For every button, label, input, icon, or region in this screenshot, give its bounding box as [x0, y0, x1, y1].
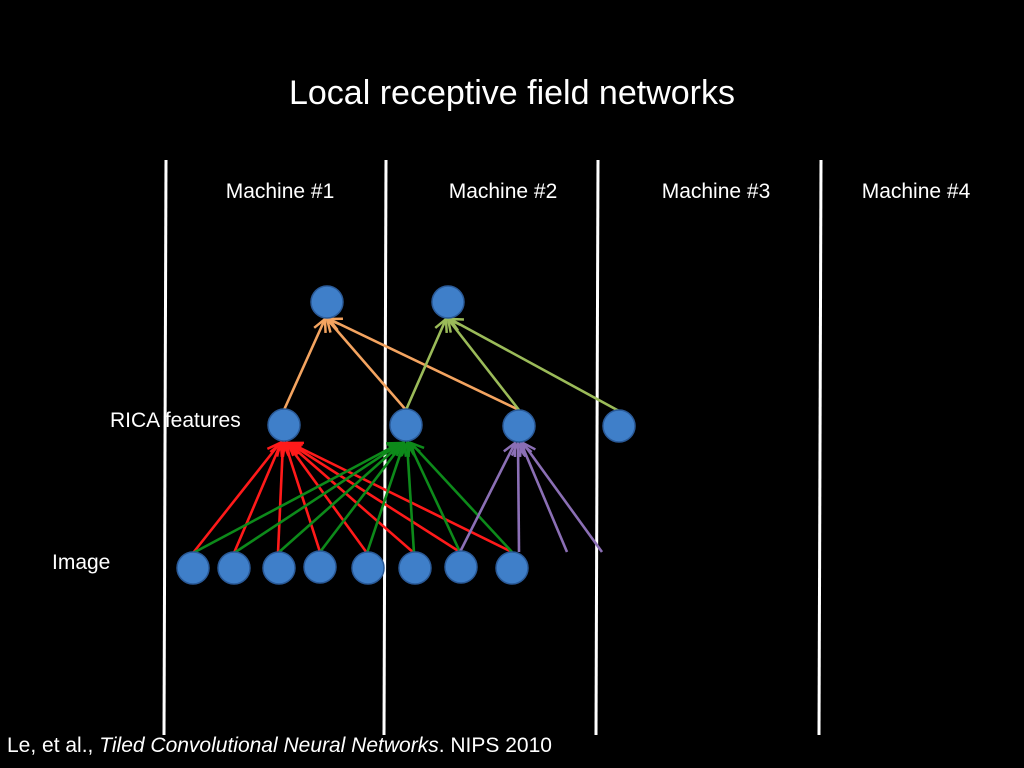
citation: Le, et al., Tiled Convolutional Neural N… [7, 734, 552, 758]
orange-edges [282, 319, 520, 412]
image-node [262, 551, 296, 585]
image-nodes [176, 550, 529, 585]
edge [282, 319, 325, 411]
machine-label-1: Machine #1 [225, 180, 335, 203]
image-node [303, 550, 337, 584]
divider-line [162, 159, 168, 736]
edge [290, 443, 513, 554]
edge [289, 443, 461, 554]
upper-node [431, 285, 465, 319]
rica-feature-nodes [267, 408, 636, 443]
upper-layer-nodes [310, 285, 465, 319]
purple-edges [458, 443, 604, 553]
divider-line [382, 159, 388, 736]
upper-node [310, 285, 344, 319]
edge [192, 443, 400, 555]
edge [407, 443, 416, 554]
edge [448, 319, 521, 411]
edge [288, 443, 415, 554]
rica-features-label: RICA features [110, 409, 241, 432]
rica-node [267, 408, 301, 442]
edge [409, 443, 462, 553]
edge [285, 443, 322, 553]
rica-node [602, 409, 636, 443]
edge [327, 319, 407, 411]
edge [277, 443, 402, 554]
edge [521, 443, 569, 553]
edge [404, 319, 446, 411]
divider-line [817, 159, 823, 736]
image-node [176, 551, 210, 585]
machine-label-2: Machine #2 [448, 180, 558, 203]
citation-venue: . NIPS 2010 [438, 734, 552, 757]
image-node [495, 551, 529, 585]
machine-dividers [162, 159, 823, 736]
edge [523, 443, 604, 553]
rica-node [389, 408, 423, 442]
machine-label-4: Machine #4 [861, 180, 971, 203]
edge [458, 443, 515, 553]
edge [318, 443, 403, 553]
edge [232, 443, 281, 554]
edge [278, 443, 283, 554]
citation-authors: Le, et al., [7, 734, 100, 757]
image-label: Image [52, 551, 111, 574]
edge [411, 443, 513, 553]
citation-paper-title: Tiled Convolutional Neural Networks [99, 734, 439, 757]
image-node [351, 551, 385, 585]
edge [191, 443, 280, 554]
rica-node [502, 409, 536, 443]
image-node [444, 550, 478, 584]
edge [233, 443, 401, 555]
edge [450, 319, 620, 413]
machine-label-3: Machine #3 [661, 180, 771, 203]
light-green-edges [404, 319, 620, 413]
divider-line [594, 159, 600, 736]
image-node [398, 551, 432, 585]
red-edges [191, 443, 513, 554]
slide-title: Local receptive field networks [288, 74, 735, 112]
edge [287, 443, 369, 554]
image-node [217, 551, 251, 585]
green-edges [192, 443, 513, 555]
edge [329, 319, 520, 412]
edge [518, 443, 519, 553]
edge [365, 443, 404, 554]
